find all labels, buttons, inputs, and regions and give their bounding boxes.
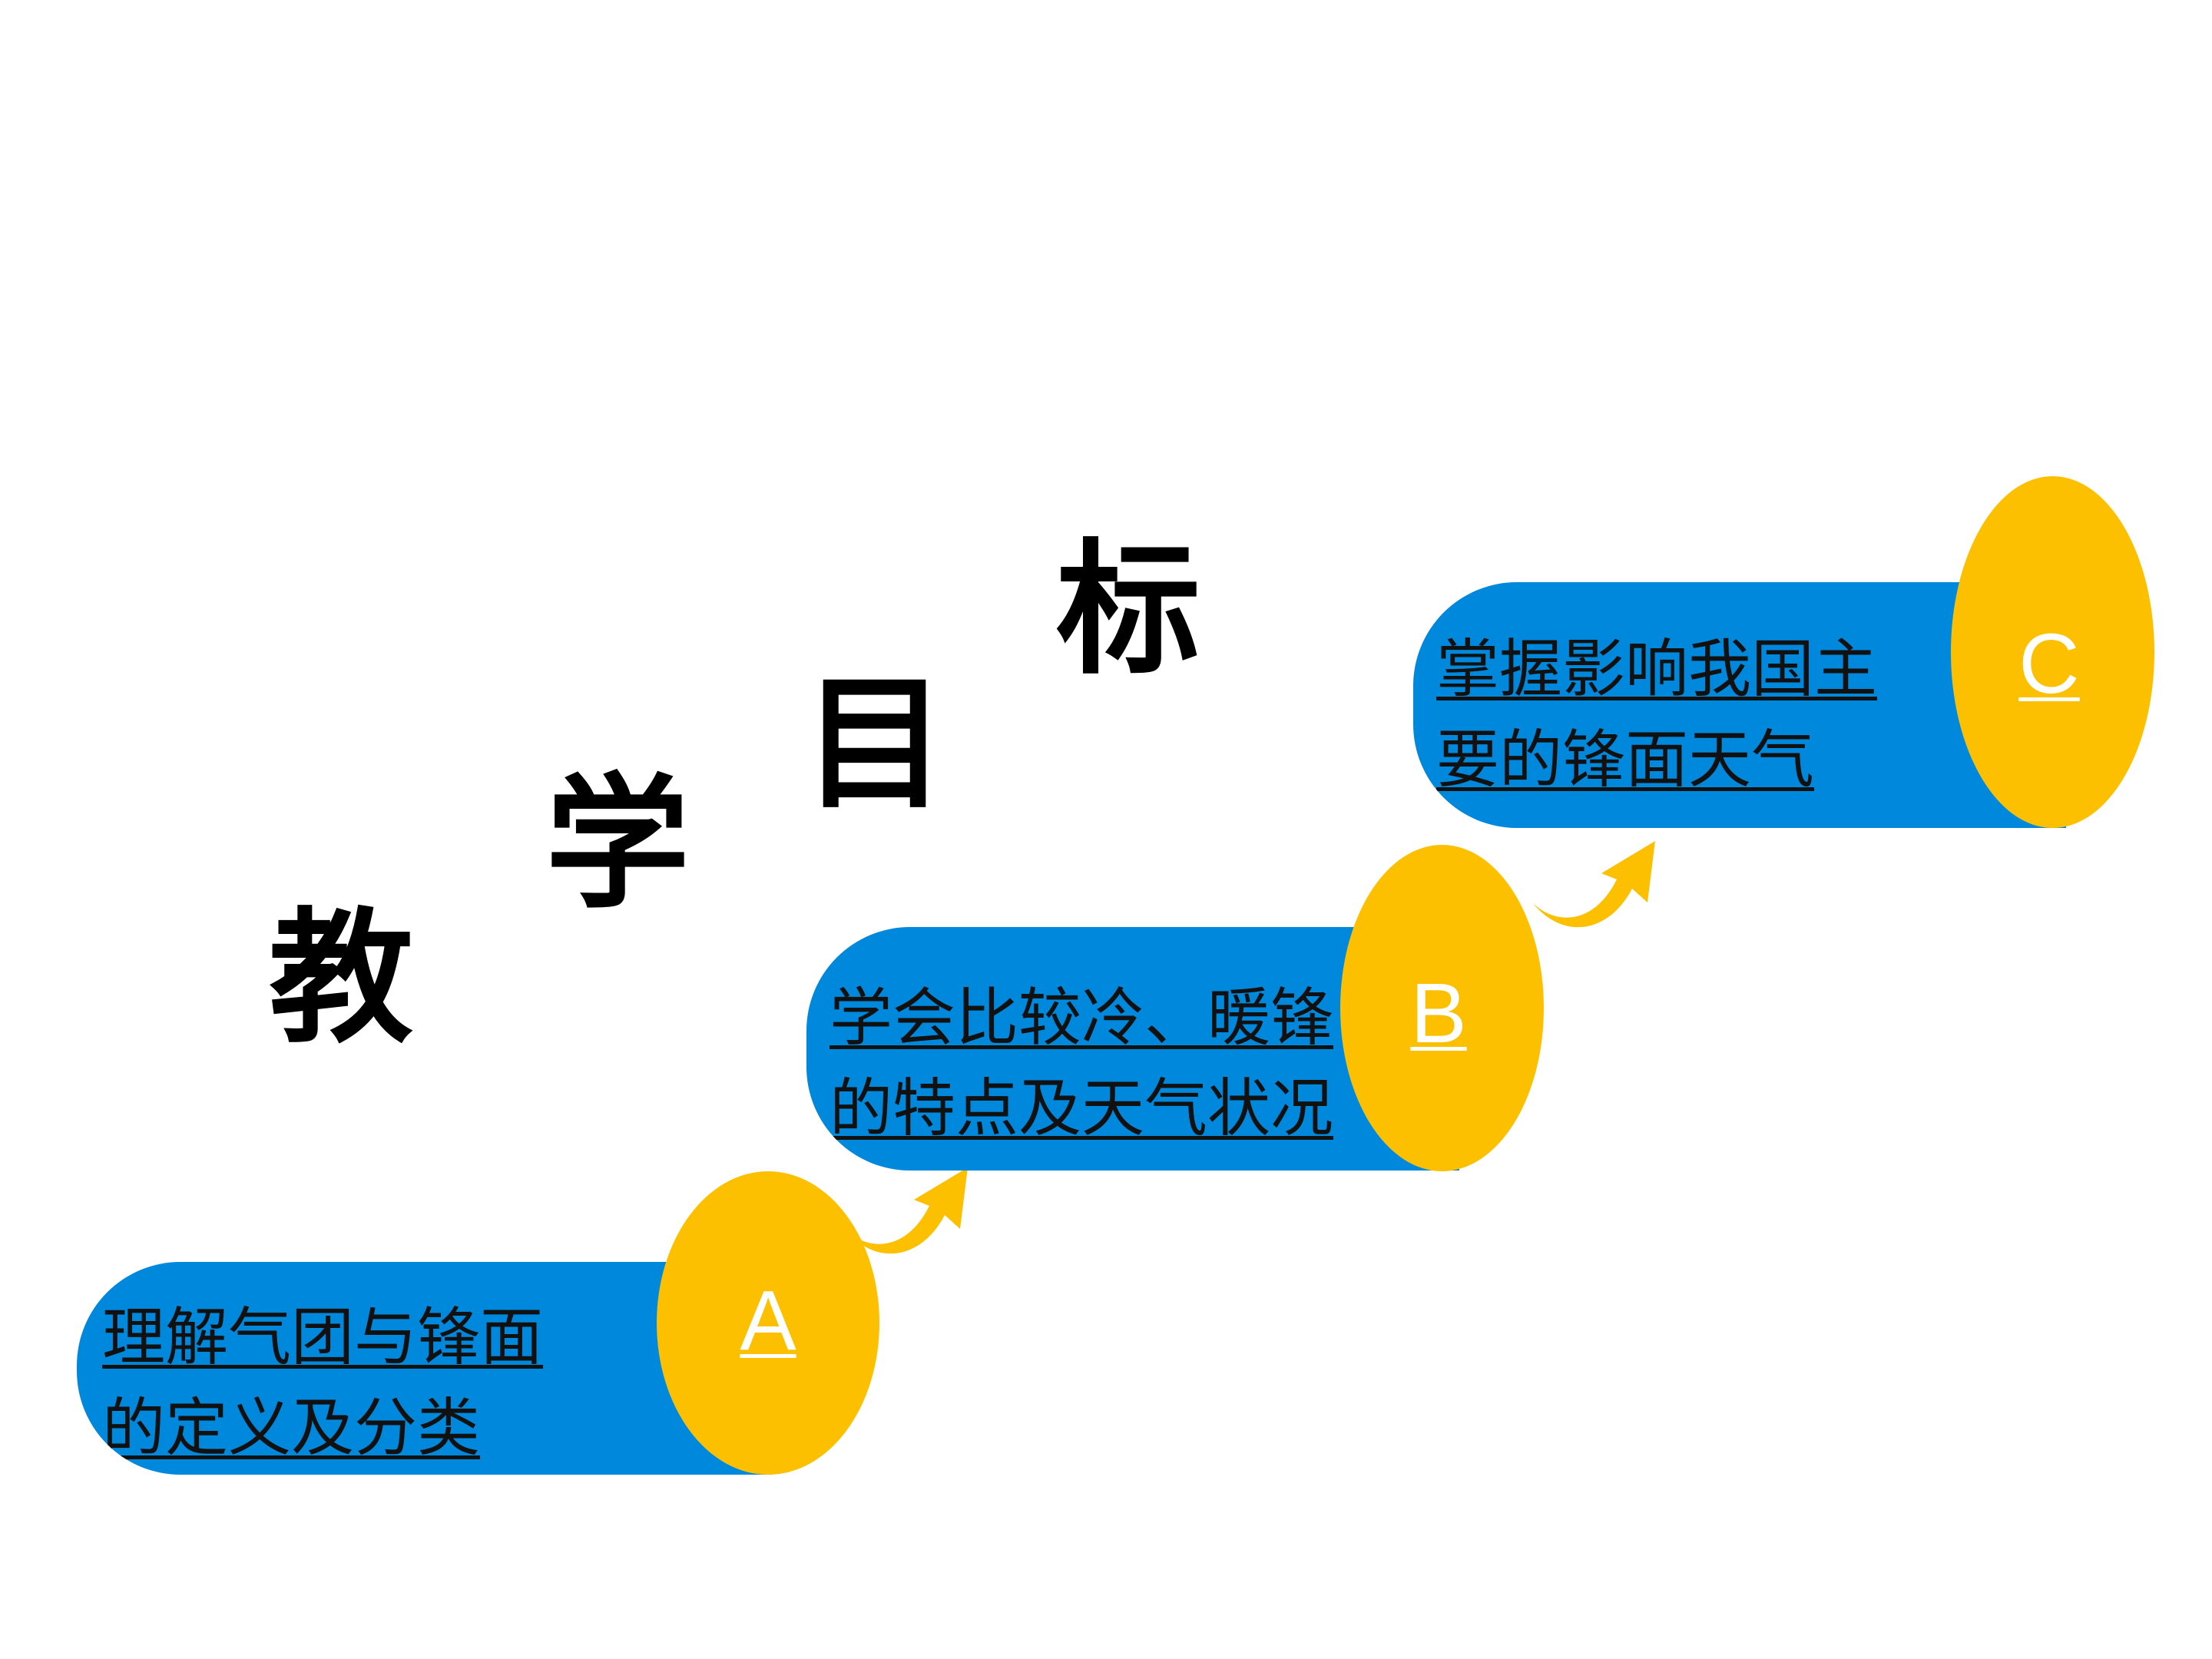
step-letter-c: C <box>2018 617 2080 711</box>
step-ellipse-b[interactable] <box>1340 845 1544 1171</box>
title-char-biao: 标 <box>1056 525 1200 694</box>
step-text-a-line-2: 的定义及分类 <box>102 1392 481 1465</box>
step-text-c-line-2: 要的锋面天气 <box>1436 724 1815 796</box>
step-ellipse-a[interactable] <box>657 1171 879 1475</box>
step-letter-a: A <box>740 1273 796 1368</box>
step-text-a: 理解气团与锋面 的定义及分类 <box>102 1293 543 1474</box>
step-letter-b: B <box>1410 966 1467 1061</box>
step-bar-a[interactable]: 理解气团与锋面 的定义及分类 <box>77 1262 772 1475</box>
step-text-b-line-2: 的特点及天气状况 <box>830 1072 1334 1145</box>
step-text-a-line-1: 理解气团与锋面 <box>102 1301 544 1374</box>
title-char-mu: 目 <box>803 659 947 829</box>
curved-arrow-icon <box>1532 841 1655 928</box>
step-ellipse-c[interactable] <box>1951 476 2154 828</box>
step-text-c-line-1: 掌握影响我国主 <box>1436 633 1878 706</box>
title-char-xue: 学 <box>545 759 690 929</box>
curved-arrow-icon <box>845 1167 968 1254</box>
step-text-c: 掌握影响我国主 要的锋面天气 <box>1436 624 1877 806</box>
step-text-b: 学会比较冷、暖锋 的特点及天气状况 <box>830 973 1333 1154</box>
step-text-b-line-1: 学会比较冷、暖锋 <box>830 982 1334 1055</box>
title-char-jiao: 教 <box>269 893 413 1063</box>
step-bar-b[interactable]: 学会比较冷、暖锋 的特点及天气状况 <box>806 927 1459 1171</box>
